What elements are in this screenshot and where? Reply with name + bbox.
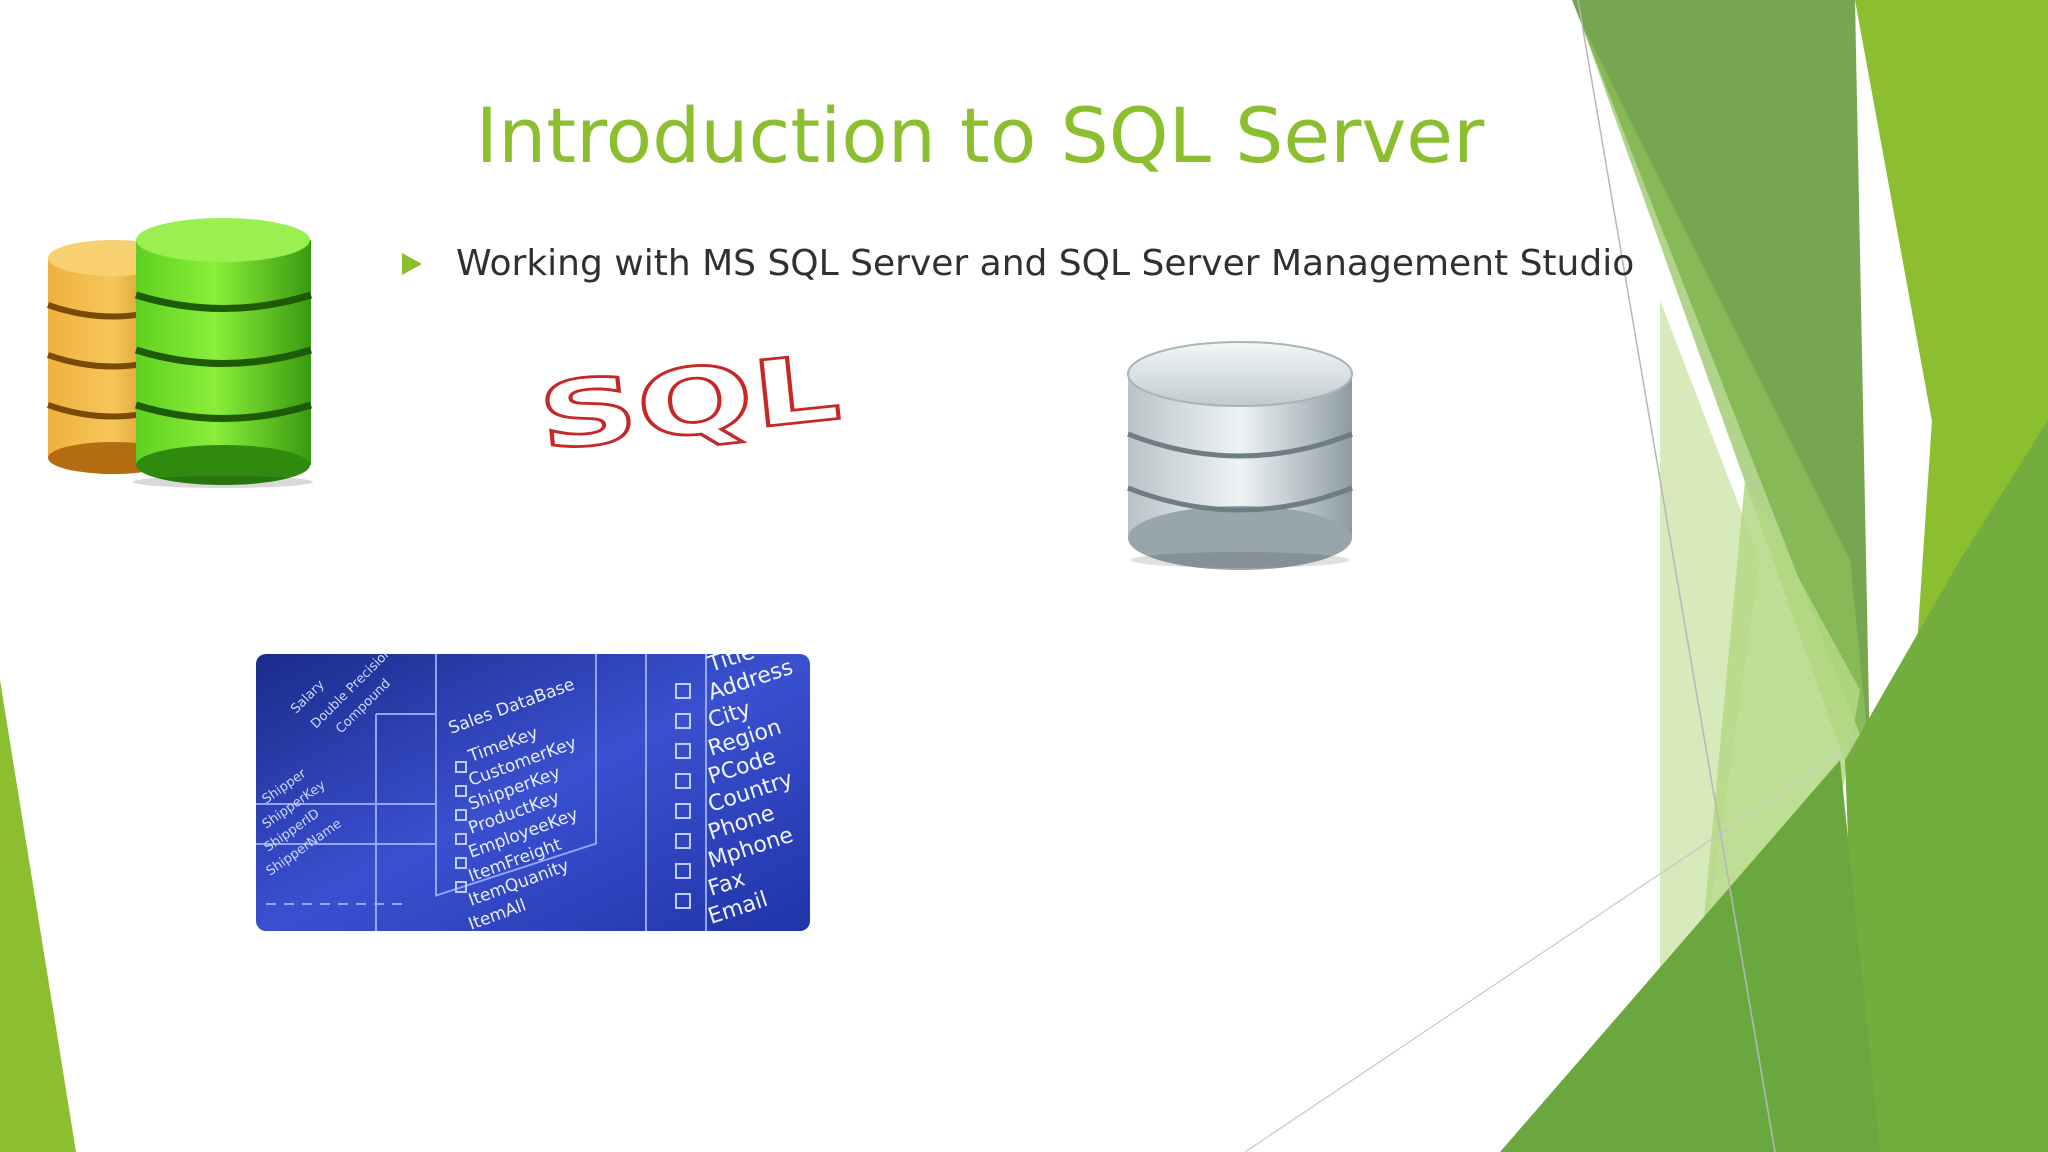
sql-logo-text: SQL — [534, 335, 845, 472]
right-shape-pale — [1560, 300, 1760, 1152]
bullet-text: Working with MS SQL Server and SQL Serve… — [456, 243, 1635, 284]
left-accent-shape — [0, 680, 76, 1152]
decor-line-1 — [1577, 0, 1776, 1152]
sql-logo-image: SQL — [532, 333, 846, 473]
database-stack-icon — [47, 218, 313, 488]
bullet-item: Working with MS SQL Server and SQL Serve… — [402, 240, 1634, 288]
slide-title: Introduction to SQL Server — [475, 91, 1485, 180]
bullet-arrow-icon — [402, 253, 422, 275]
database-cylinder-icon — [1127, 341, 1353, 570]
right-shape-bottom — [1500, 760, 1880, 1152]
database-schema-image: Sales DataBase TimeKey CustomerKey Shipp… — [256, 654, 810, 931]
decor-line-2 — [1244, 749, 1846, 1152]
right-shape-deep — [1845, 420, 2048, 1152]
database-schema-graphic: Sales DataBase TimeKey CustomerKey Shipp… — [256, 654, 810, 931]
